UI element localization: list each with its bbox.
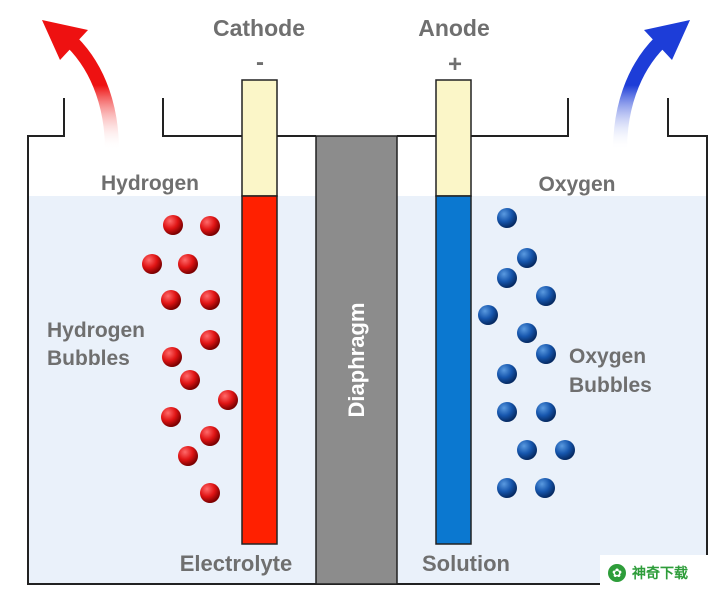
oxygen-bubble [535, 478, 555, 498]
anode-sign: + [448, 51, 462, 78]
hydrogen-bubble [178, 446, 198, 466]
oxygen-bubble [517, 323, 537, 343]
hydrogen-bubble [142, 254, 162, 274]
hydrogen-bubble [218, 390, 238, 410]
diaphragm [315, 135, 398, 585]
oxygen-bubble [497, 402, 517, 422]
hydrogen-bubble [161, 407, 181, 427]
oxygen-arrow-icon [613, 20, 690, 157]
oxygen-bubble [536, 344, 556, 364]
hydrogen-bubble [200, 426, 220, 446]
diaphragm-label: Diaphragm [344, 303, 369, 418]
oxygen-bubbles [478, 208, 575, 498]
oxygen-bubble [497, 268, 517, 288]
hydrogen-bubbles-label-line2: Bubbles [47, 347, 130, 370]
cathode-sign: - [256, 49, 264, 76]
hydrogen-bubble [163, 215, 183, 235]
anode-label: Anode [418, 15, 490, 41]
oxygen-bubbles-label-line1: Oxygen [569, 345, 646, 368]
hydrogen-bubble [200, 330, 220, 350]
watermark-logo-icon: ✿ [608, 564, 626, 582]
cathode-label: Cathode [213, 15, 305, 41]
oxygen-bubble [517, 248, 537, 268]
oxygen-bubble [497, 208, 517, 228]
oxygen-bubble [536, 402, 556, 422]
hydrogen-bubble [200, 483, 220, 503]
oxygen-bubble [555, 440, 575, 460]
oxygen-bubbles-label-line2: Bubbles [569, 374, 652, 397]
anode-electrode [435, 79, 472, 545]
hydrogen-bubble [178, 254, 198, 274]
hydrogen-bubbles-label-line1: Hydrogen [47, 319, 145, 342]
oxygen-label: Oxygen [538, 173, 615, 196]
hydrogen-bubbles [142, 215, 238, 503]
hydrogen-bubble [200, 290, 220, 310]
watermark: ✿ 神奇下载 [600, 555, 718, 591]
oxygen-bubble [478, 305, 498, 325]
oxygen-bubble [497, 478, 517, 498]
cathode-electrode [241, 79, 278, 545]
oxygen-bubble [517, 440, 537, 460]
electrolyte-label: Electrolyte [180, 551, 293, 576]
hydrogen-bubble [161, 290, 181, 310]
oxygen-bubble [536, 286, 556, 306]
solution-label: Solution [422, 551, 510, 576]
hydrogen-label: Hydrogen [101, 172, 199, 195]
watermark-text: 神奇下载 [632, 566, 688, 582]
hydrogen-arrow-icon [42, 20, 119, 157]
hydrogen-bubble [180, 370, 200, 390]
hydrogen-bubble [162, 347, 182, 367]
hydrogen-bubble [200, 216, 220, 236]
oxygen-bubble [497, 364, 517, 384]
